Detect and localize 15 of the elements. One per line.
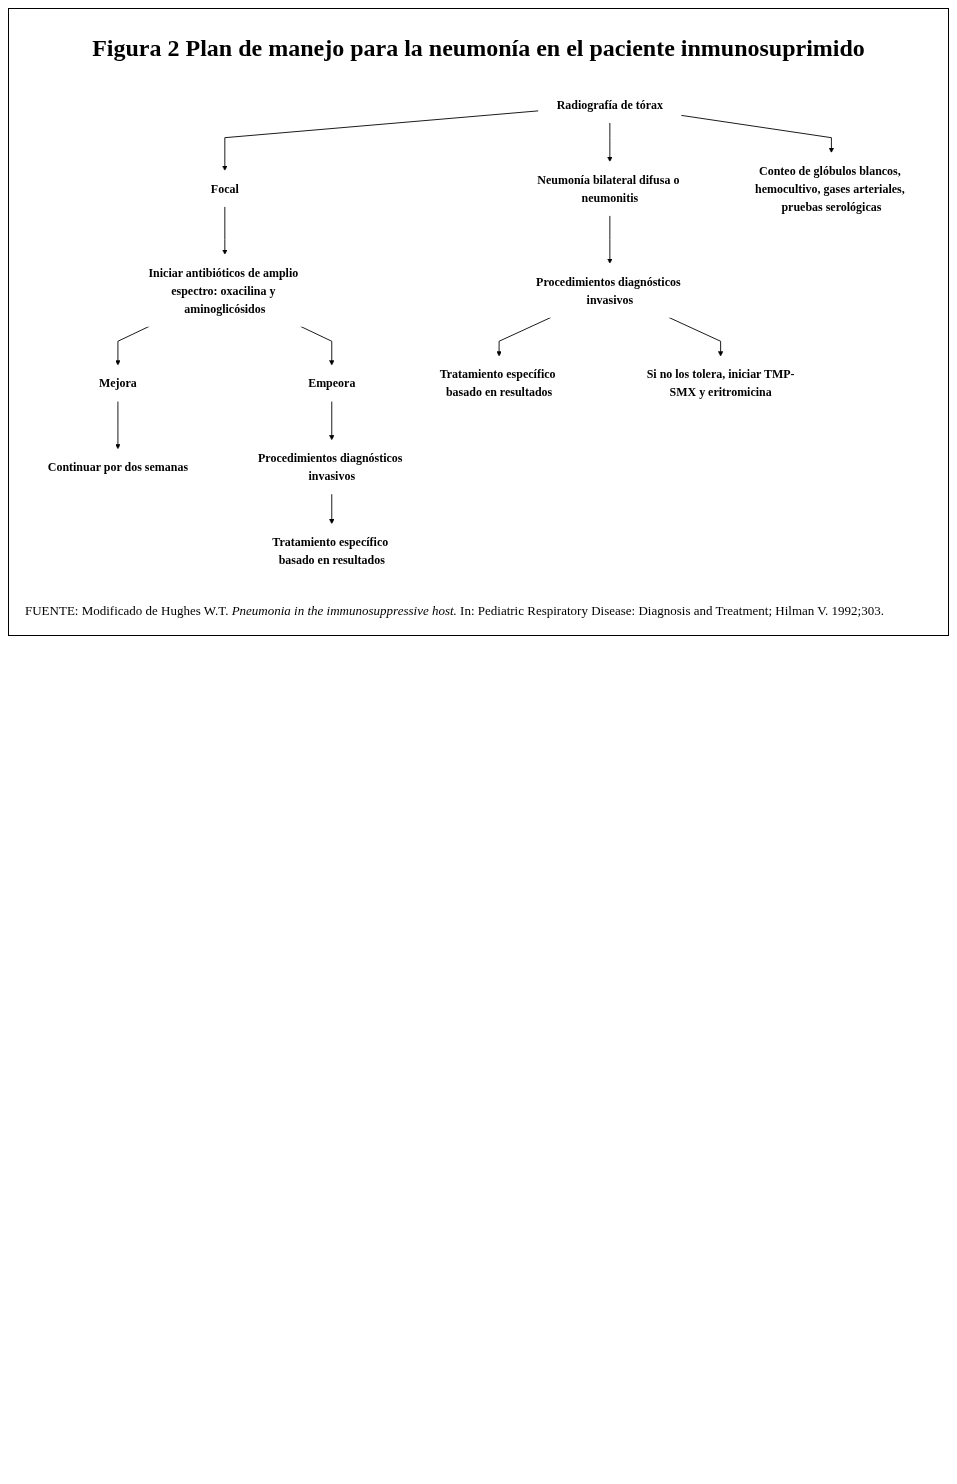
figure-title: Figura 2 Plan de manejo para la neumonía en el paciente inmunosuprimido (91, 35, 866, 62)
node-text: Conteo de glóbulos blancos, hemocultivo, gases arteriales, pruebas serológicas (755, 164, 905, 214)
node-text: Procedimientos diagnósticos invasivos (258, 451, 403, 483)
node-text: Tratamiento específico basado en resultados (439, 367, 556, 399)
node-text: Si no los tolera, iniciar TMP-SMX y eritromicina (646, 367, 795, 399)
node-text: Radiografía de tórax (556, 98, 664, 112)
node-text: Iniciar antibióticos de amplio espectro: oxacilina y aminoglicósidos (148, 265, 299, 315)
node-text: Neumonía bilateral difusa o neumonitis (537, 173, 680, 205)
node-text: Procedimientos diagnósticos invasivos (536, 274, 681, 306)
node-text: Mejora (98, 376, 137, 390)
node-text: Empeora (308, 376, 356, 390)
node-text: Focal (210, 181, 239, 196)
node-text: Tratamiento específico basado en resultados (272, 535, 389, 567)
source-caption: FUENTE: Modificado de Hughes W.T. Pneumonia in the immunosuppressive host. In: Pediatric Respiratory Disease: Diagnosis and Treatment; Hilman V. 1992;303. (25, 602, 885, 619)
node-text: Continuar por dos semanas (47, 460, 189, 474)
